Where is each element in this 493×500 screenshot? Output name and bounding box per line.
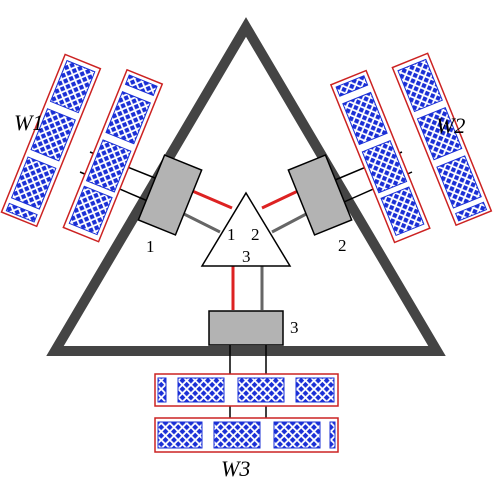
panel-cell: [68, 185, 113, 236]
panel-cell: [329, 421, 336, 449]
panel-cell: [342, 91, 388, 146]
box-1: [137, 154, 203, 236]
panel-cell: [380, 186, 425, 237]
panel-cell: [10, 156, 57, 210]
panel-cell: [273, 421, 321, 449]
hub-triangle: [200, 191, 292, 267]
panel-cell: [416, 107, 463, 161]
label-hub-1: 1: [227, 225, 236, 244]
hub-links: [179, 188, 311, 310]
panel-cell: [85, 139, 132, 193]
panel-cell: [335, 75, 369, 97]
label-box-1: 1: [146, 237, 155, 256]
panel-cell: [157, 377, 167, 403]
w3-panel-group: [154, 345, 339, 453]
label-hub-3: 3: [242, 247, 251, 266]
panel-cell: [295, 377, 335, 403]
panel-cell: [5, 202, 38, 223]
panel-cell: [105, 91, 151, 145]
label-w3: W3: [221, 456, 250, 481]
label-w1: W1: [14, 110, 43, 135]
box-2: [287, 154, 353, 236]
panel-cell: [49, 59, 96, 114]
panel-cell: [455, 201, 488, 222]
panel-cell: [213, 421, 261, 449]
panel-cell: [157, 421, 203, 449]
label-w2: W2: [436, 113, 465, 138]
panel-cell: [237, 377, 285, 403]
panel-cell: [177, 377, 225, 403]
panel-cell: [436, 155, 482, 209]
w2-panel-group: [329, 52, 493, 244]
label-box-3: 3: [290, 318, 299, 337]
panel-cell: [30, 108, 76, 162]
panel-cell: [397, 58, 443, 113]
panel-cell: [124, 74, 158, 97]
label-box-2: 2: [338, 236, 347, 255]
w1-panel-group: [0, 53, 164, 243]
label-hub-2: 2: [251, 225, 260, 244]
panel-cell: [361, 140, 408, 194]
box-3: [208, 310, 284, 346]
